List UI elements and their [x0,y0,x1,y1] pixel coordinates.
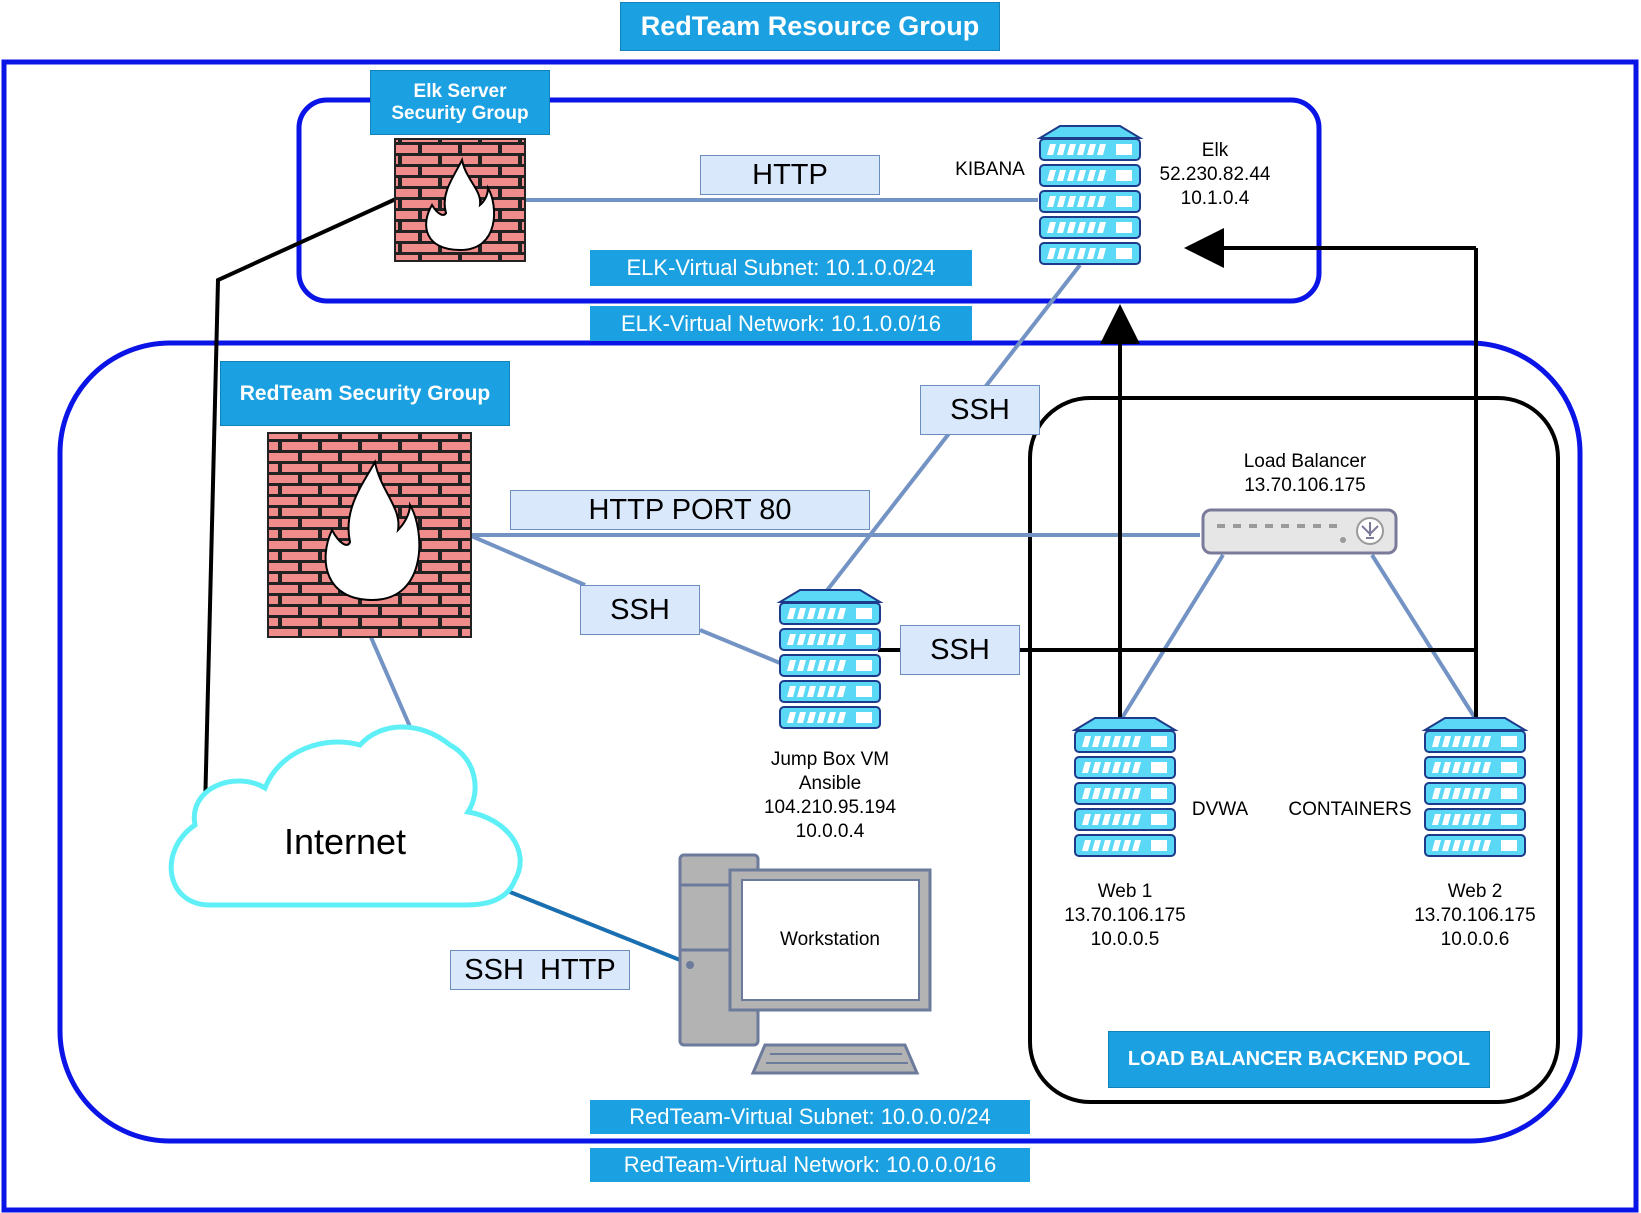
web1-info: Web 1 13.70.106.175 10.0.0.5 [1045,880,1205,952]
jump-box-private-ip: 10.0.0.4 [795,821,865,842]
web2-info: Web 2 13.70.106.175 10.0.0.6 [1395,880,1555,952]
resource-group-border [1,59,1639,1213]
web1-private-ip: 10.0.0.5 [1090,929,1160,950]
ssh-http-label: SSH HTTP [450,950,630,990]
web1-name: Web 1 [1097,881,1153,902]
redteam-network-border [57,340,1583,1144]
web2-name: Web 2 [1447,881,1503,902]
load-balancer-icon [1201,508,1398,555]
web2-server-icon [1425,718,1525,856]
resource-group-title: RedTeam Resource Group [620,2,1000,51]
elk-public-ip: 52.230.82.44 [1159,164,1271,185]
web2-public-ip: 13.70.106.175 [1414,905,1536,926]
load-balancer-info: Load Balancer 13.70.106.175 [1220,450,1390,498]
jump-box-role: Ansible [798,773,862,794]
internet-cloud-icon [168,724,523,908]
internet-label: Internet [283,821,407,862]
jump-box-info: Jump Box VM Ansible 104.210.95.194 10.0.… [750,748,910,844]
elk-security-group-line1: Elk Server [413,80,507,102]
elk-network-label: ELK-Virtual Network: 10.1.0.0/16 [590,306,972,341]
ssh-elk-label: SSH [920,385,1040,435]
jump-box-name: Jump Box VM [770,749,890,770]
elk-server-icon [1040,126,1140,264]
elk-security-group-badge: Elk Server Security Group [370,70,550,135]
http-label: HTTP [700,155,880,195]
web1-public-ip: 13.70.106.175 [1064,905,1186,926]
redteam-firewall-icon [267,432,472,638]
backend-pool-border [1028,396,1560,1104]
elk-name: Elk [1201,140,1229,161]
http-port-80-label: HTTP PORT 80 [510,490,870,530]
elk-network-border [296,97,1322,304]
elk-firewall-icon [394,138,526,262]
load-balancer-ip: 13.70.106.175 [1244,475,1366,496]
redteam-security-group-badge: RedTeam Security Group [220,361,510,426]
elk-subnet-label: ELK-Virtual Subnet: 10.1.0.0/24 [590,250,972,286]
elk-info: Elk 52.230.82.44 10.1.0.4 [1135,139,1295,211]
internet-workstation-link [509,890,686,964]
jump-box-public-ip: 104.210.95.194 [763,797,897,818]
redteam-network-label: RedTeam-Virtual Network: 10.0.0.0/16 [590,1148,1030,1182]
containers-label: CONTAINERS [1288,799,1412,820]
dvwa-label: DVWA [1191,799,1249,820]
black-links [203,196,1478,811]
ssh-jump-label: SSH [900,625,1020,675]
load-balancer-name: Load Balancer [1243,451,1367,472]
web1-server-icon [1075,718,1175,856]
backend-pool-badge: LOAD BALANCER BACKEND POOL [1108,1031,1490,1088]
web2-private-ip: 10.0.0.6 [1440,929,1510,950]
elk-security-group-line2: Security Group [391,102,529,124]
redteam-subnet-label: RedTeam-Virtual Subnet: 10.0.0.0/24 [590,1100,1030,1134]
elk-private-ip: 10.1.0.4 [1180,188,1250,209]
workstation-icon [678,853,932,1075]
ssh-firewall-label: SSH [580,585,700,635]
kibana-label: KIBANA [955,159,1025,180]
workstation-label: Workstation [780,929,880,950]
jump-box-server-icon [780,590,880,728]
